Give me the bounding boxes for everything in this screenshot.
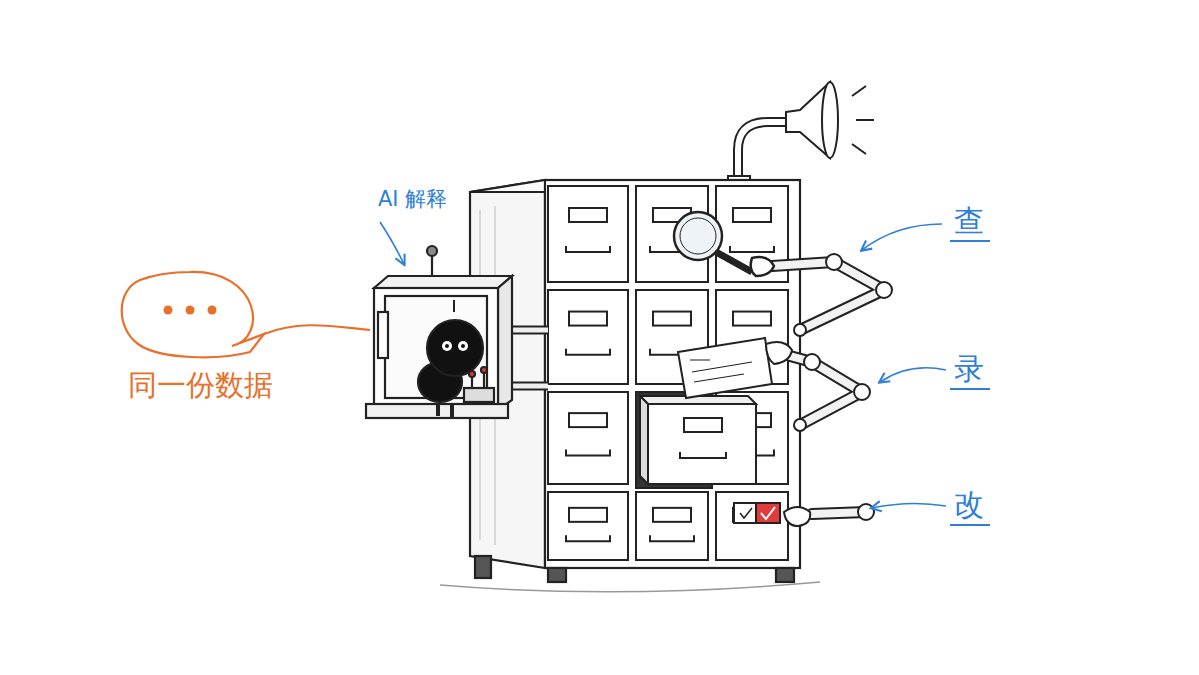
drawer-front — [716, 492, 788, 560]
drawer — [636, 492, 708, 560]
drawer-handle — [730, 246, 774, 252]
drawer-label-slot — [569, 208, 607, 222]
action-label: 录 — [950, 352, 990, 390]
drawer-handle — [650, 535, 694, 541]
floor-shadow — [440, 582, 820, 592]
drawer-grid — [548, 186, 788, 560]
leader-arrows — [380, 222, 946, 508]
drawer-front — [636, 492, 708, 560]
drawer-label-slot — [733, 208, 771, 222]
drawer-front — [548, 492, 628, 560]
drawer-front — [548, 290, 628, 384]
action-label: 查 — [950, 204, 990, 242]
drawer-label-slot — [569, 508, 607, 522]
note-label: 同一份数据 — [128, 370, 273, 402]
action-label: 改 — [950, 488, 990, 526]
drawer — [548, 492, 628, 560]
robot-arms — [772, 254, 892, 520]
drawer — [548, 290, 628, 384]
record-card — [678, 338, 792, 398]
checkbox-toggle — [734, 503, 810, 526]
drawer-label-slot — [569, 312, 607, 326]
drawer-handle — [566, 349, 610, 355]
magnifier — [674, 212, 774, 276]
drawer-label-slot — [733, 312, 771, 326]
drawer-label-slot — [653, 312, 691, 326]
control-booth — [366, 246, 548, 418]
megaphone — [728, 82, 874, 184]
filing-cabinet — [470, 180, 800, 582]
drawer-handle — [566, 535, 610, 541]
drawer — [716, 492, 788, 560]
speech-bubble — [122, 272, 370, 357]
drawer-label-slot — [569, 413, 607, 427]
drawer-handle — [566, 246, 610, 252]
drawer — [548, 392, 628, 484]
open-drawer — [636, 392, 756, 488]
drawer — [548, 186, 628, 282]
drawer-label-slot — [653, 508, 691, 522]
drawer-handle — [566, 450, 610, 456]
drawer-front — [548, 186, 628, 282]
drawer-front — [548, 392, 628, 484]
component-label: AI 解释 — [378, 188, 447, 211]
